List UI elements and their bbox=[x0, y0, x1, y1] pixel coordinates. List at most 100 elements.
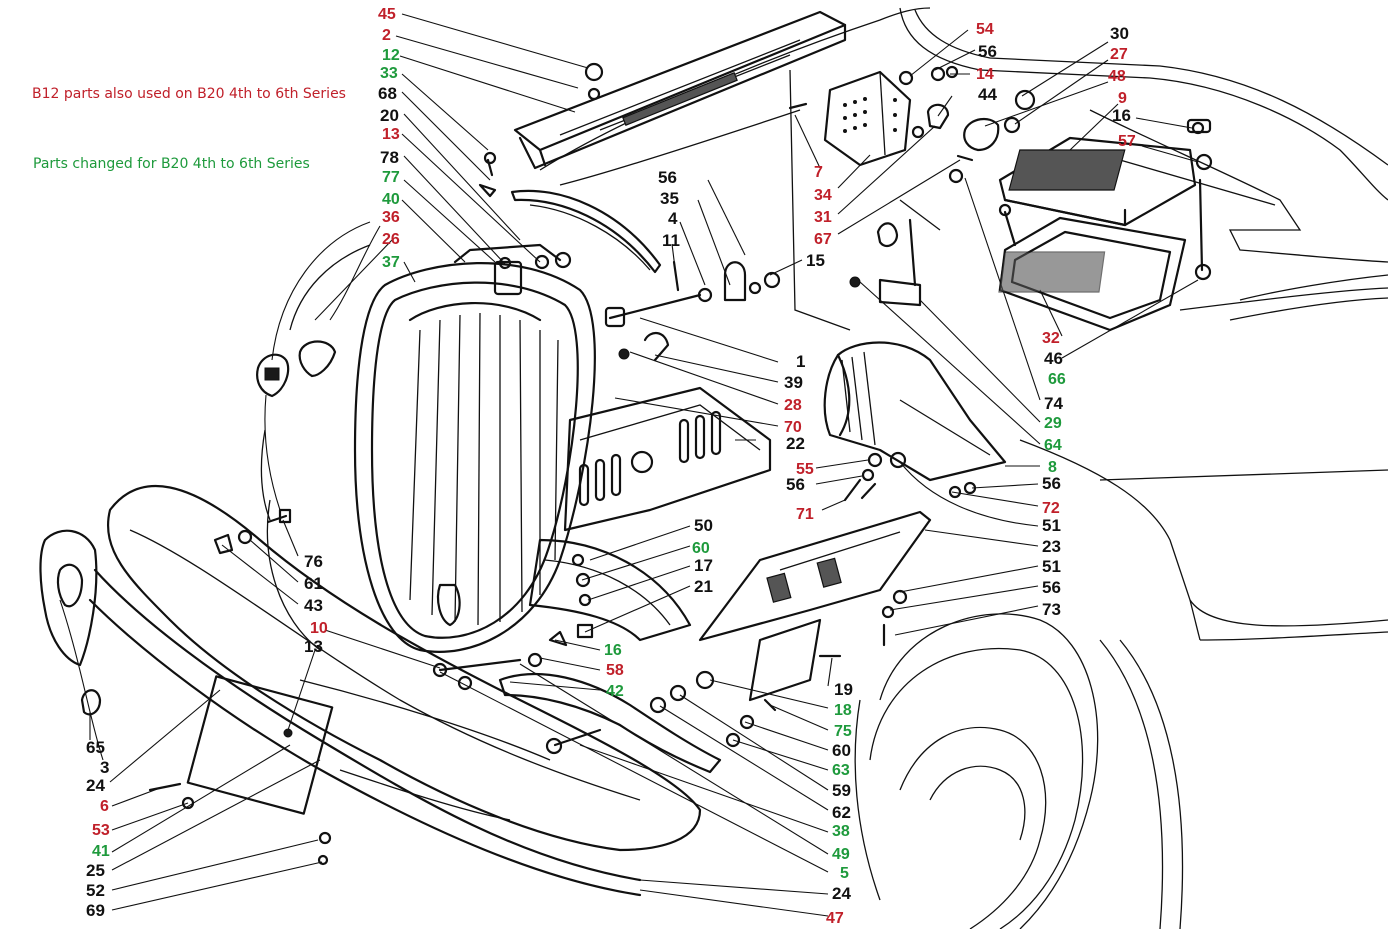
part-label-l26: 26 bbox=[382, 231, 400, 248]
part-label-l11: 11 bbox=[662, 231, 680, 250]
part-label-l70: 70 bbox=[784, 419, 802, 436]
part-label-l29: 29 bbox=[1044, 415, 1062, 432]
part-label-l7: 7 bbox=[814, 164, 823, 181]
part-label-l69: 69 bbox=[86, 901, 105, 920]
part-label-l24b: 24 bbox=[832, 884, 851, 903]
wiper-trim-part bbox=[478, 151, 662, 274]
part-label-l41: 41 bbox=[92, 843, 110, 860]
part-label-l16a: 16 bbox=[1112, 106, 1131, 125]
part-label-l53: 53 bbox=[92, 822, 110, 839]
part-label-l67: 67 bbox=[814, 231, 832, 248]
shackle-part bbox=[697, 261, 781, 303]
part-label-l17: 17 bbox=[694, 556, 713, 575]
leader-lines bbox=[59, 13, 1199, 917]
part-label-l12: 12 bbox=[382, 47, 400, 64]
part-label-l32: 32 bbox=[1042, 330, 1060, 347]
part-label-l44: 44 bbox=[978, 85, 997, 104]
part-label-l37: 37 bbox=[382, 254, 400, 271]
part-label-l43: 43 bbox=[304, 596, 323, 615]
part-label-l25: 25 bbox=[86, 861, 105, 880]
part-label-l19: 19 bbox=[834, 680, 853, 699]
part-label-l58: 58 bbox=[606, 662, 624, 679]
part-label-l56d: 56 bbox=[1042, 474, 1061, 493]
part-label-l30: 30 bbox=[1110, 24, 1129, 43]
legend-green-note: Parts changed for B20 4th to 6th Series bbox=[33, 156, 310, 172]
part-label-l28: 28 bbox=[784, 397, 802, 414]
part-label-l76: 76 bbox=[304, 552, 323, 571]
part-label-l10: 10 bbox=[310, 620, 328, 637]
part-label-l72: 72 bbox=[1042, 500, 1060, 517]
part-label-l14: 14 bbox=[976, 66, 994, 83]
part-label-l8: 8 bbox=[1048, 459, 1057, 476]
part-label-l78: 78 bbox=[380, 148, 399, 167]
small-parts-left bbox=[213, 508, 292, 555]
part-label-l50: 50 bbox=[694, 516, 713, 535]
part-label-l21: 21 bbox=[694, 577, 713, 596]
part-label-l5: 5 bbox=[840, 865, 849, 882]
part-label-l1: 1 bbox=[796, 352, 806, 371]
part-label-l33: 33 bbox=[380, 65, 398, 82]
part-label-l63: 63 bbox=[832, 762, 850, 779]
part-label-l60b: 60 bbox=[832, 741, 851, 760]
part-label-l57: 57 bbox=[1118, 133, 1136, 150]
part-label-l60a: 60 bbox=[692, 540, 710, 557]
part-label-l71: 71 bbox=[796, 506, 814, 523]
part-label-l9: 9 bbox=[1118, 90, 1127, 107]
battery-cover-part bbox=[998, 118, 1213, 227]
splash-panel-part bbox=[563, 386, 772, 532]
radiator-grille-part bbox=[353, 243, 596, 653]
part-label-l36: 36 bbox=[382, 209, 400, 226]
part-label-l39: 39 bbox=[784, 373, 803, 392]
part-label-l62: 62 bbox=[832, 803, 851, 822]
skid-plate-part bbox=[698, 510, 932, 702]
part-label-l47: 47 bbox=[826, 910, 844, 927]
part-label-l56c: 56 bbox=[786, 475, 805, 494]
part-label-l4: 4 bbox=[668, 209, 678, 228]
horn-parts bbox=[948, 89, 1036, 184]
bolts-lower bbox=[545, 670, 777, 755]
part-label-l51a: 51 bbox=[1042, 516, 1061, 535]
part-label-l24a: 24 bbox=[86, 776, 105, 795]
part-label-l31: 31 bbox=[814, 209, 832, 226]
part-label-l56a: 56 bbox=[978, 42, 997, 61]
part-label-l64: 64 bbox=[1044, 437, 1062, 454]
bolts-middle bbox=[843, 451, 977, 502]
overrider-part bbox=[39, 529, 102, 716]
part-label-l66: 66 bbox=[1048, 371, 1066, 388]
hood-latch-part bbox=[604, 260, 702, 362]
bulkhead-plate-part bbox=[788, 65, 959, 167]
part-label-l59: 59 bbox=[832, 781, 851, 800]
part-label-l13b: 13 bbox=[304, 637, 323, 656]
valance-part bbox=[528, 538, 692, 642]
part-label-l77: 77 bbox=[382, 169, 400, 186]
part-label-l49: 49 bbox=[832, 846, 850, 863]
part-label-l74: 74 bbox=[1044, 394, 1063, 413]
part-label-l65: 65 bbox=[86, 738, 105, 757]
part-label-l56e: 56 bbox=[1042, 578, 1061, 597]
headlamp-housing-part bbox=[823, 341, 1007, 482]
part-label-l55: 55 bbox=[796, 461, 814, 478]
part-label-l15: 15 bbox=[806, 251, 825, 270]
part-label-l20: 20 bbox=[380, 106, 399, 125]
bumper-bracket-part bbox=[432, 630, 722, 774]
part-label-l18: 18 bbox=[834, 702, 852, 719]
part-label-l45a: 45 bbox=[378, 6, 396, 23]
part-label-l75: 75 bbox=[834, 723, 852, 740]
part-label-l40: 40 bbox=[382, 191, 400, 208]
part-label-l61: 61 bbox=[304, 574, 323, 593]
part-label-l35: 35 bbox=[660, 189, 679, 208]
part-label-l51b: 51 bbox=[1042, 557, 1061, 576]
part-label-l68: 68 bbox=[378, 84, 397, 103]
part-label-l3: 3 bbox=[100, 758, 110, 777]
part-label-l2: 2 bbox=[382, 27, 391, 44]
part-label-l34: 34 bbox=[814, 187, 832, 204]
badge-parts bbox=[256, 340, 337, 398]
car-body-outline bbox=[260, 7, 1388, 929]
part-label-l73: 73 bbox=[1042, 600, 1061, 619]
part-label-l48: 48 bbox=[1108, 68, 1126, 85]
part-label-l52: 52 bbox=[86, 881, 105, 900]
part-label-l22: 22 bbox=[786, 434, 805, 453]
bracket-part bbox=[849, 218, 922, 307]
